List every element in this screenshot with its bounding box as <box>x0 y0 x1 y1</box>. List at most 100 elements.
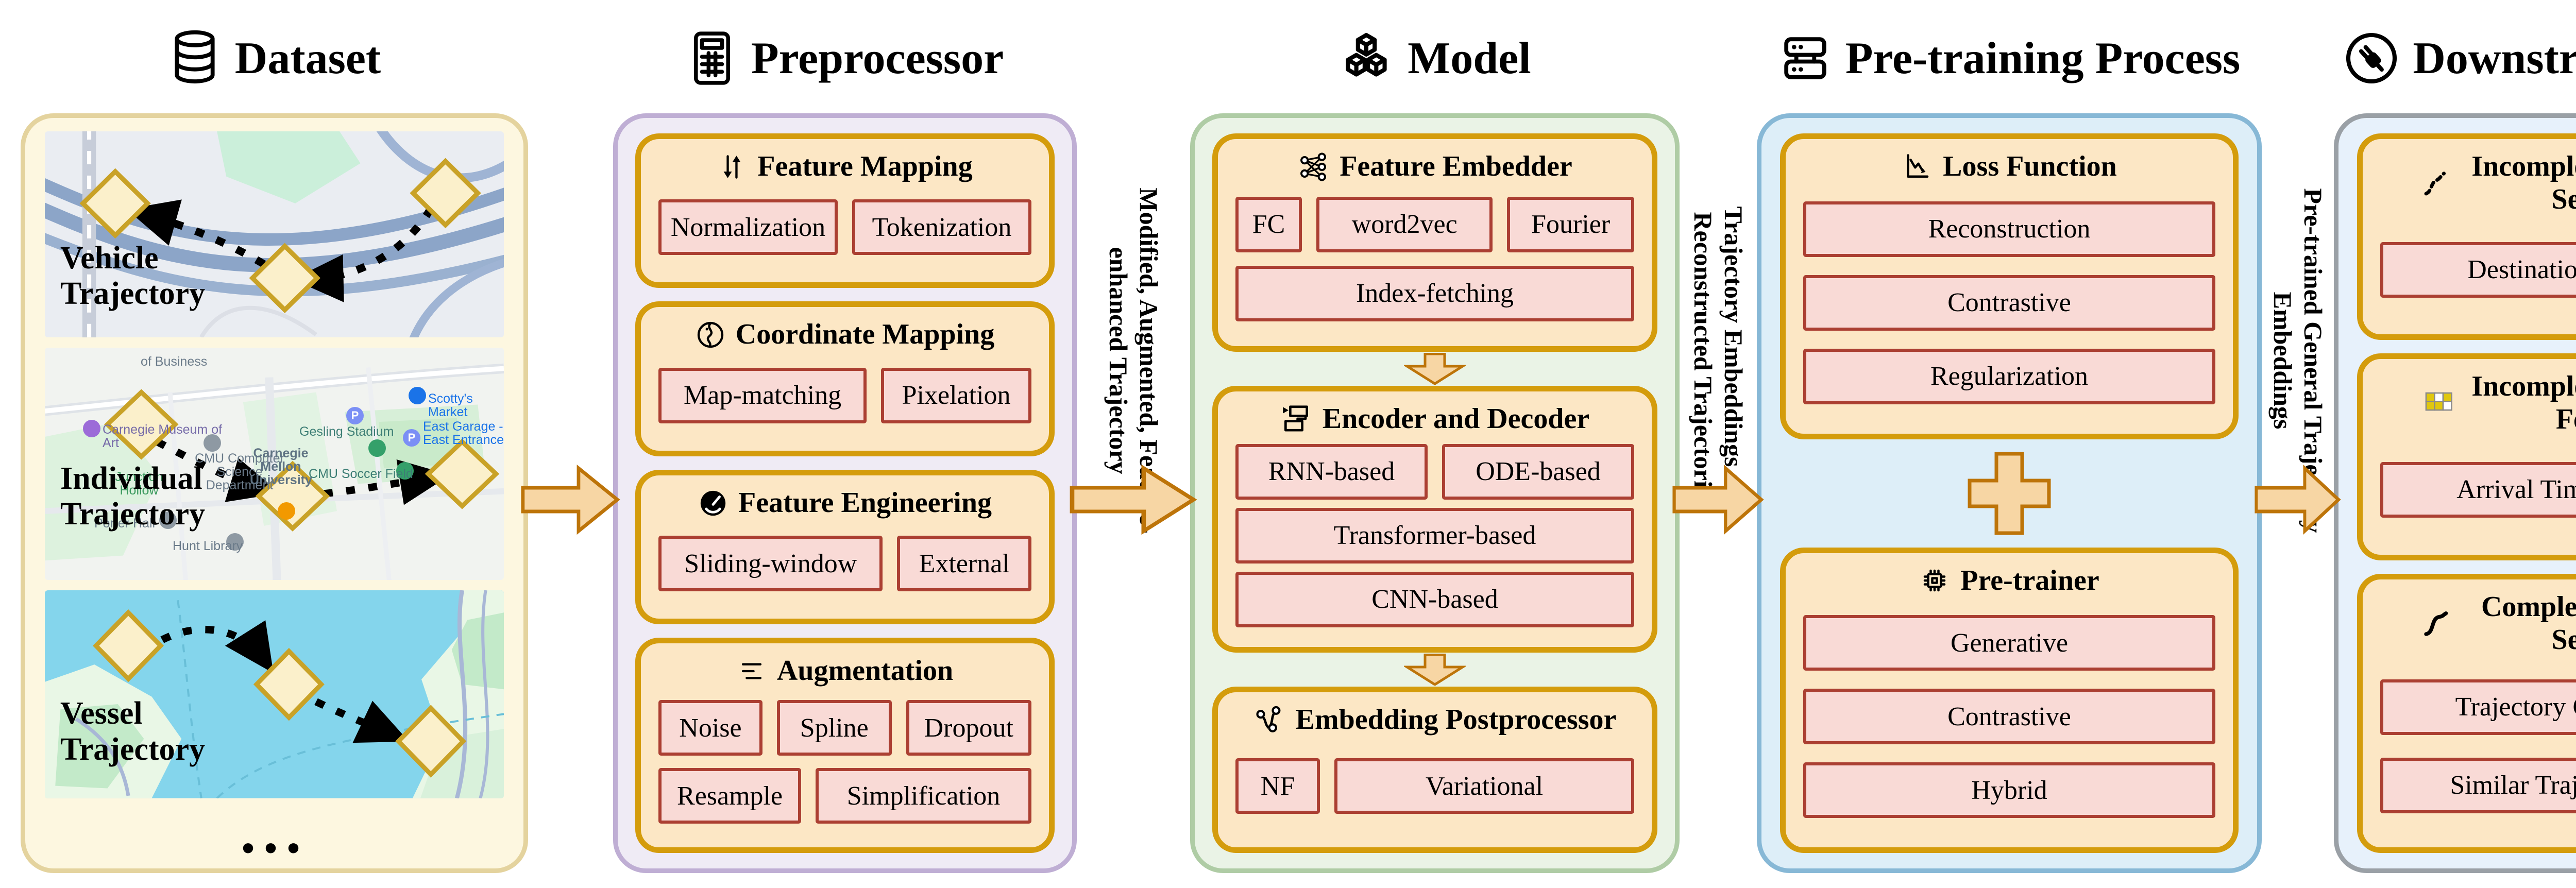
method-chip: Transformer-based <box>1235 507 1634 563</box>
method-chip: ODE-based <box>1442 443 1634 500</box>
vehicle-trajectory-points <box>79 158 481 314</box>
downstream-panel: Incomplete Trajectory Sequence Destinati… <box>2334 113 2576 873</box>
vehicle-map-graphic <box>45 131 504 337</box>
task-chip: Similar Trajectory Search <box>2380 757 2576 813</box>
method-chip: Map-matching <box>658 367 867 423</box>
down-arrow-icon <box>1212 352 1657 386</box>
map-label-vessel: Vessel Trajectory <box>60 696 206 767</box>
header-preprocessor: Preprocessor <box>613 25 1077 92</box>
group-title: Encoder and Decoder <box>1322 402 1590 435</box>
more-datasets-ellipsis: ... <box>240 797 309 866</box>
individual-trajectory-map: P P of Business Carnegie Museum of Art C… <box>45 347 504 580</box>
group-title: Embedding Postprocessor <box>1295 704 1617 736</box>
poi-label: Gesling Stadium <box>299 424 394 439</box>
group-title: Complete Trajectory Seqeucne <box>2481 590 2576 656</box>
dataset-panel: Vehicle Trajectory <box>21 113 528 873</box>
group-incomplete-trajectory-features: Incomplete Trajectory Features Arrival T… <box>2357 353 2576 560</box>
flow-arrow-icon <box>1672 461 1764 538</box>
vehicle-trajectory-arrow-1 <box>292 207 434 302</box>
poi-label: East Garage - East Entrance <box>423 419 504 447</box>
section-title-downstream: Downstream Adaptor <box>2413 33 2576 83</box>
method-chip: FC <box>1235 196 1302 252</box>
method-chip: Resample <box>658 768 802 824</box>
method-chip: Sliding-window <box>658 536 883 591</box>
parking-marker: P <box>346 406 364 424</box>
group-title: Feature Embedder <box>1340 150 1572 182</box>
vessel-map-graphic <box>45 590 504 798</box>
server-icon <box>1784 37 1826 79</box>
method-chip: Simplification <box>816 768 1031 824</box>
plus-icon <box>1780 439 2239 548</box>
group-title: Augmentation <box>776 655 954 687</box>
group-augmentation: Augmentation Noise Spline Dropout Resamp… <box>635 638 1055 853</box>
poi-label: Scotty's Market <box>428 391 473 419</box>
method-chip: Variational <box>1334 758 1634 814</box>
method-chip: Spline <box>776 700 892 756</box>
vehicle-trajectory-arrow-2 <box>126 199 266 268</box>
connector-model-pretraining: Trajectory Embeddings and Reconstructed … <box>1672 113 1764 873</box>
flow-arrow-icon <box>2255 461 2341 538</box>
individual-map-graphic <box>45 347 504 580</box>
section-title-preprocessor: Preprocessor <box>751 33 1004 83</box>
neural-network-icon <box>1300 152 1327 181</box>
group-pretrainer: Pre-trainer Generative Contrastive Hybri… <box>1780 547 2239 853</box>
down-arrow-icon <box>1212 653 1657 687</box>
market-marker <box>409 386 426 404</box>
restaurant-marker <box>278 502 295 520</box>
section-title-dataset: Dataset <box>234 33 381 83</box>
map-label-individual: Individual Trajectory <box>60 460 206 532</box>
pretraining-panel: Loss Function Reconstruction Contrastive… <box>1757 113 2262 873</box>
cubes-icon <box>1346 32 1387 77</box>
method-chip: Tokenization <box>852 199 1031 255</box>
method-chip: word2vec <box>1316 196 1493 252</box>
task-chip: Trajectory Classification <box>2380 679 2576 735</box>
stacked-windows-icon <box>1282 405 1308 432</box>
molecule-path-icon <box>1256 706 1281 732</box>
header-dataset: Dataset <box>21 25 528 92</box>
vehicle-trajectory-map: Vehicle Trajectory <box>45 131 504 337</box>
group-feature-mapping: Feature Mapping Normalization Tokenizati… <box>635 133 1055 288</box>
group-title: Incomplete Trajectory Sequence <box>2471 150 2576 215</box>
section-title-pretraining: Pre-training Process <box>1845 33 2241 83</box>
stadium-marker <box>368 439 386 457</box>
school-marker <box>204 434 221 452</box>
model-panel: Feature Embedder FC word2vec Fourier Ind… <box>1190 113 1680 873</box>
parking-marker: P <box>403 429 420 447</box>
group-title: Incomplete Trajectory Features <box>2471 370 2576 436</box>
task-chip: Destination Prediction <box>2380 242 2576 298</box>
method-chip: Reconstruction <box>1803 201 2215 257</box>
museum-marker <box>83 419 100 437</box>
method-chip: Contrastive <box>1803 689 2215 745</box>
library-marker <box>226 533 244 551</box>
method-chip: Hybrid <box>1803 762 2215 818</box>
map-label-vehicle: Vehicle Trajectory <box>60 241 206 312</box>
group-feature-embedder: Feature Embedder FC word2vec Fourier Ind… <box>1212 133 1657 352</box>
header-downstream: Downstream Adaptor <box>2334 25 2576 92</box>
solid-curve-icon <box>2424 611 2448 636</box>
database-icon <box>175 30 215 83</box>
gauge-icon <box>700 490 726 516</box>
method-chip: Fourier <box>1507 196 1634 252</box>
method-chip: Pixelation <box>881 367 1031 423</box>
method-chip: Generative <box>1803 615 2215 671</box>
poi-label: Porter Hall <box>94 516 156 531</box>
connector-pretraining-downstream: Pre-trained General Trajectory Embedding… <box>2255 113 2341 873</box>
group-title: Feature Mapping <box>757 150 973 182</box>
group-loss-function: Loss Function Reconstruction Contrastive… <box>1780 133 2239 439</box>
vessel-trajectory-map: Vessel Trajectory <box>45 590 504 798</box>
plug-icon <box>2346 32 2397 84</box>
method-chip: Normalization <box>658 199 838 255</box>
staggered-lines-icon <box>741 663 761 679</box>
vessel-trajectory-points <box>93 609 467 778</box>
poi-label: of Business <box>141 354 208 369</box>
method-chip: External <box>897 536 1031 591</box>
preprocessor-panel: Feature Mapping Normalization Tokenizati… <box>613 113 1077 873</box>
group-incomplete-trajectory-sequence: Incomplete Trajectory Sequence Destinati… <box>2357 133 2576 340</box>
method-chip: Contrastive <box>1803 275 2215 331</box>
task-chip: Arrival Time Estimation <box>2380 462 2576 518</box>
group-coordinate-mapping: Coordinate Mapping Map-matching Pixelati… <box>635 301 1055 456</box>
vessel-trajectory-arrow-2 <box>314 698 409 743</box>
group-embedding-postprocessor: Embedding Postprocessor NF Variational <box>1212 687 1657 853</box>
poi-label: Junction Hollow <box>115 469 163 498</box>
